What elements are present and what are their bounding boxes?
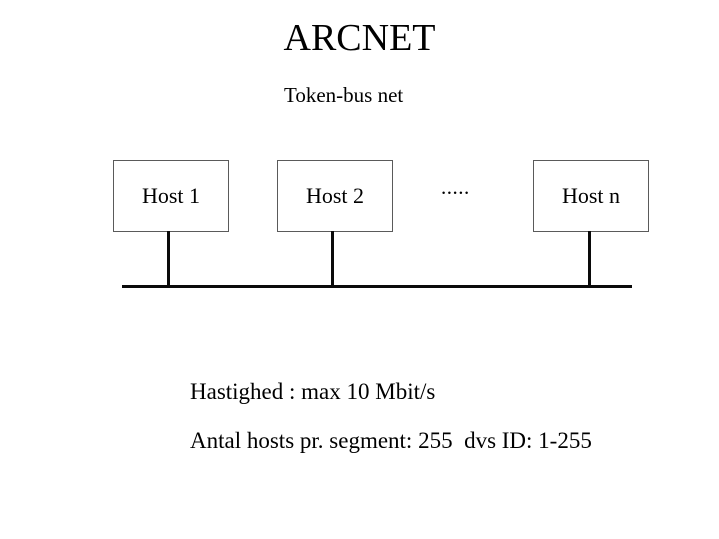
- slide-subtitle: Token-bus net: [284, 83, 404, 107]
- slide-title: ARCNET: [283, 17, 436, 59]
- host-box-n: Host n: [533, 160, 649, 232]
- note-speed: Hastighed : max 10 Mbit/s: [190, 379, 436, 404]
- host-box-1: Host 1: [113, 160, 229, 232]
- note-segment: Antal hosts pr. segment: 255 dvs ID: 1-2…: [190, 428, 592, 453]
- host-label-1: Host 1: [141, 183, 201, 208]
- ellipsis-dots: .....: [441, 175, 470, 199]
- connector-line-host2: [331, 231, 334, 287]
- host-label-2: Host 2: [305, 183, 365, 208]
- bus-line: [122, 285, 632, 288]
- host-label-n: Host n: [561, 183, 621, 208]
- connector-line-host1: [167, 231, 170, 287]
- host-box-2: Host 2: [277, 160, 393, 232]
- connector-line-hostn: [588, 231, 591, 287]
